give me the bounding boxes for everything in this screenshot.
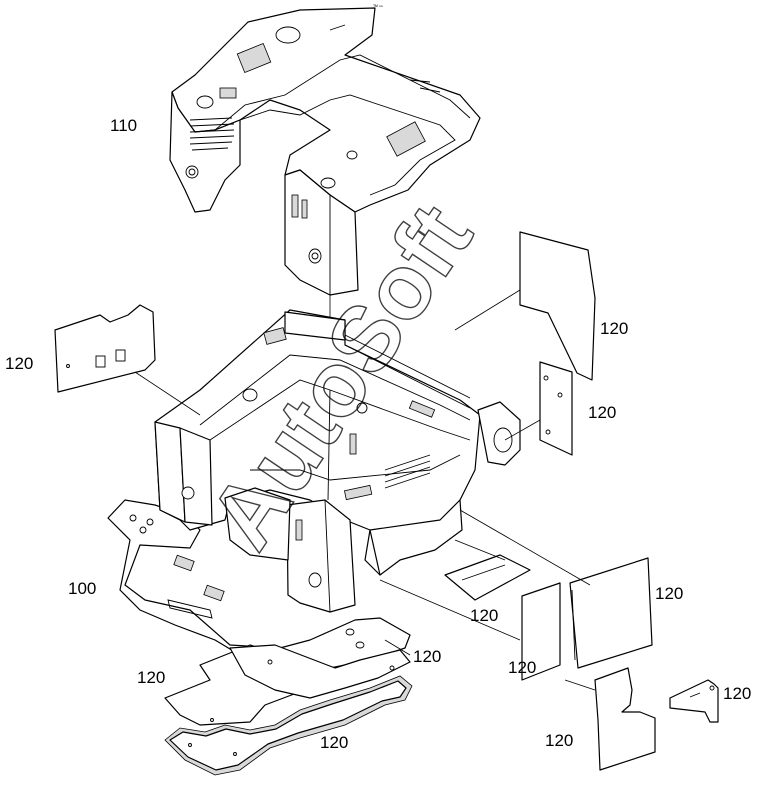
label-center-bottom-pad: 120 <box>470 606 498 625</box>
label-left-floor-mat: 120 <box>137 668 165 687</box>
center-bottom-pad <box>444 554 531 601</box>
label-front-floor-plate: 120 <box>413 647 441 666</box>
label-right-bottom-panel-a: 120 <box>655 584 683 603</box>
label-left-panel: 120 <box>5 354 33 373</box>
label-right-mid-panel: 120 <box>588 403 616 422</box>
top-mark: ᵀᴹ ⁿⁿ <box>373 4 383 10</box>
left-panel <box>54 304 156 393</box>
label-lower-frame: 100 <box>68 579 96 598</box>
right-bottom-panel-b <box>521 582 561 681</box>
bottom-right-panel <box>594 667 656 771</box>
label-right-bottom-panel-b: 120 <box>508 658 536 677</box>
lower-frame-100 <box>107 309 521 669</box>
vent-ribs <box>189 117 235 151</box>
label-small-bracket: 120 <box>723 684 751 703</box>
bottom-floor-mat <box>164 675 413 776</box>
grille <box>384 454 431 489</box>
upper-frame-110 <box>169 7 481 296</box>
right-mid-panel <box>539 361 573 456</box>
label-right-top-panel: 120 <box>600 319 628 338</box>
right-top-panel <box>519 231 596 381</box>
label-bottom-floor-mat: 120 <box>320 733 348 752</box>
front-floor-plate <box>229 644 411 699</box>
label-bottom-right-panel: 120 <box>545 731 573 750</box>
small-bracket <box>669 679 719 723</box>
label-upper-frame: 110 <box>110 116 137 135</box>
right-bottom-panel-a <box>569 557 653 669</box>
